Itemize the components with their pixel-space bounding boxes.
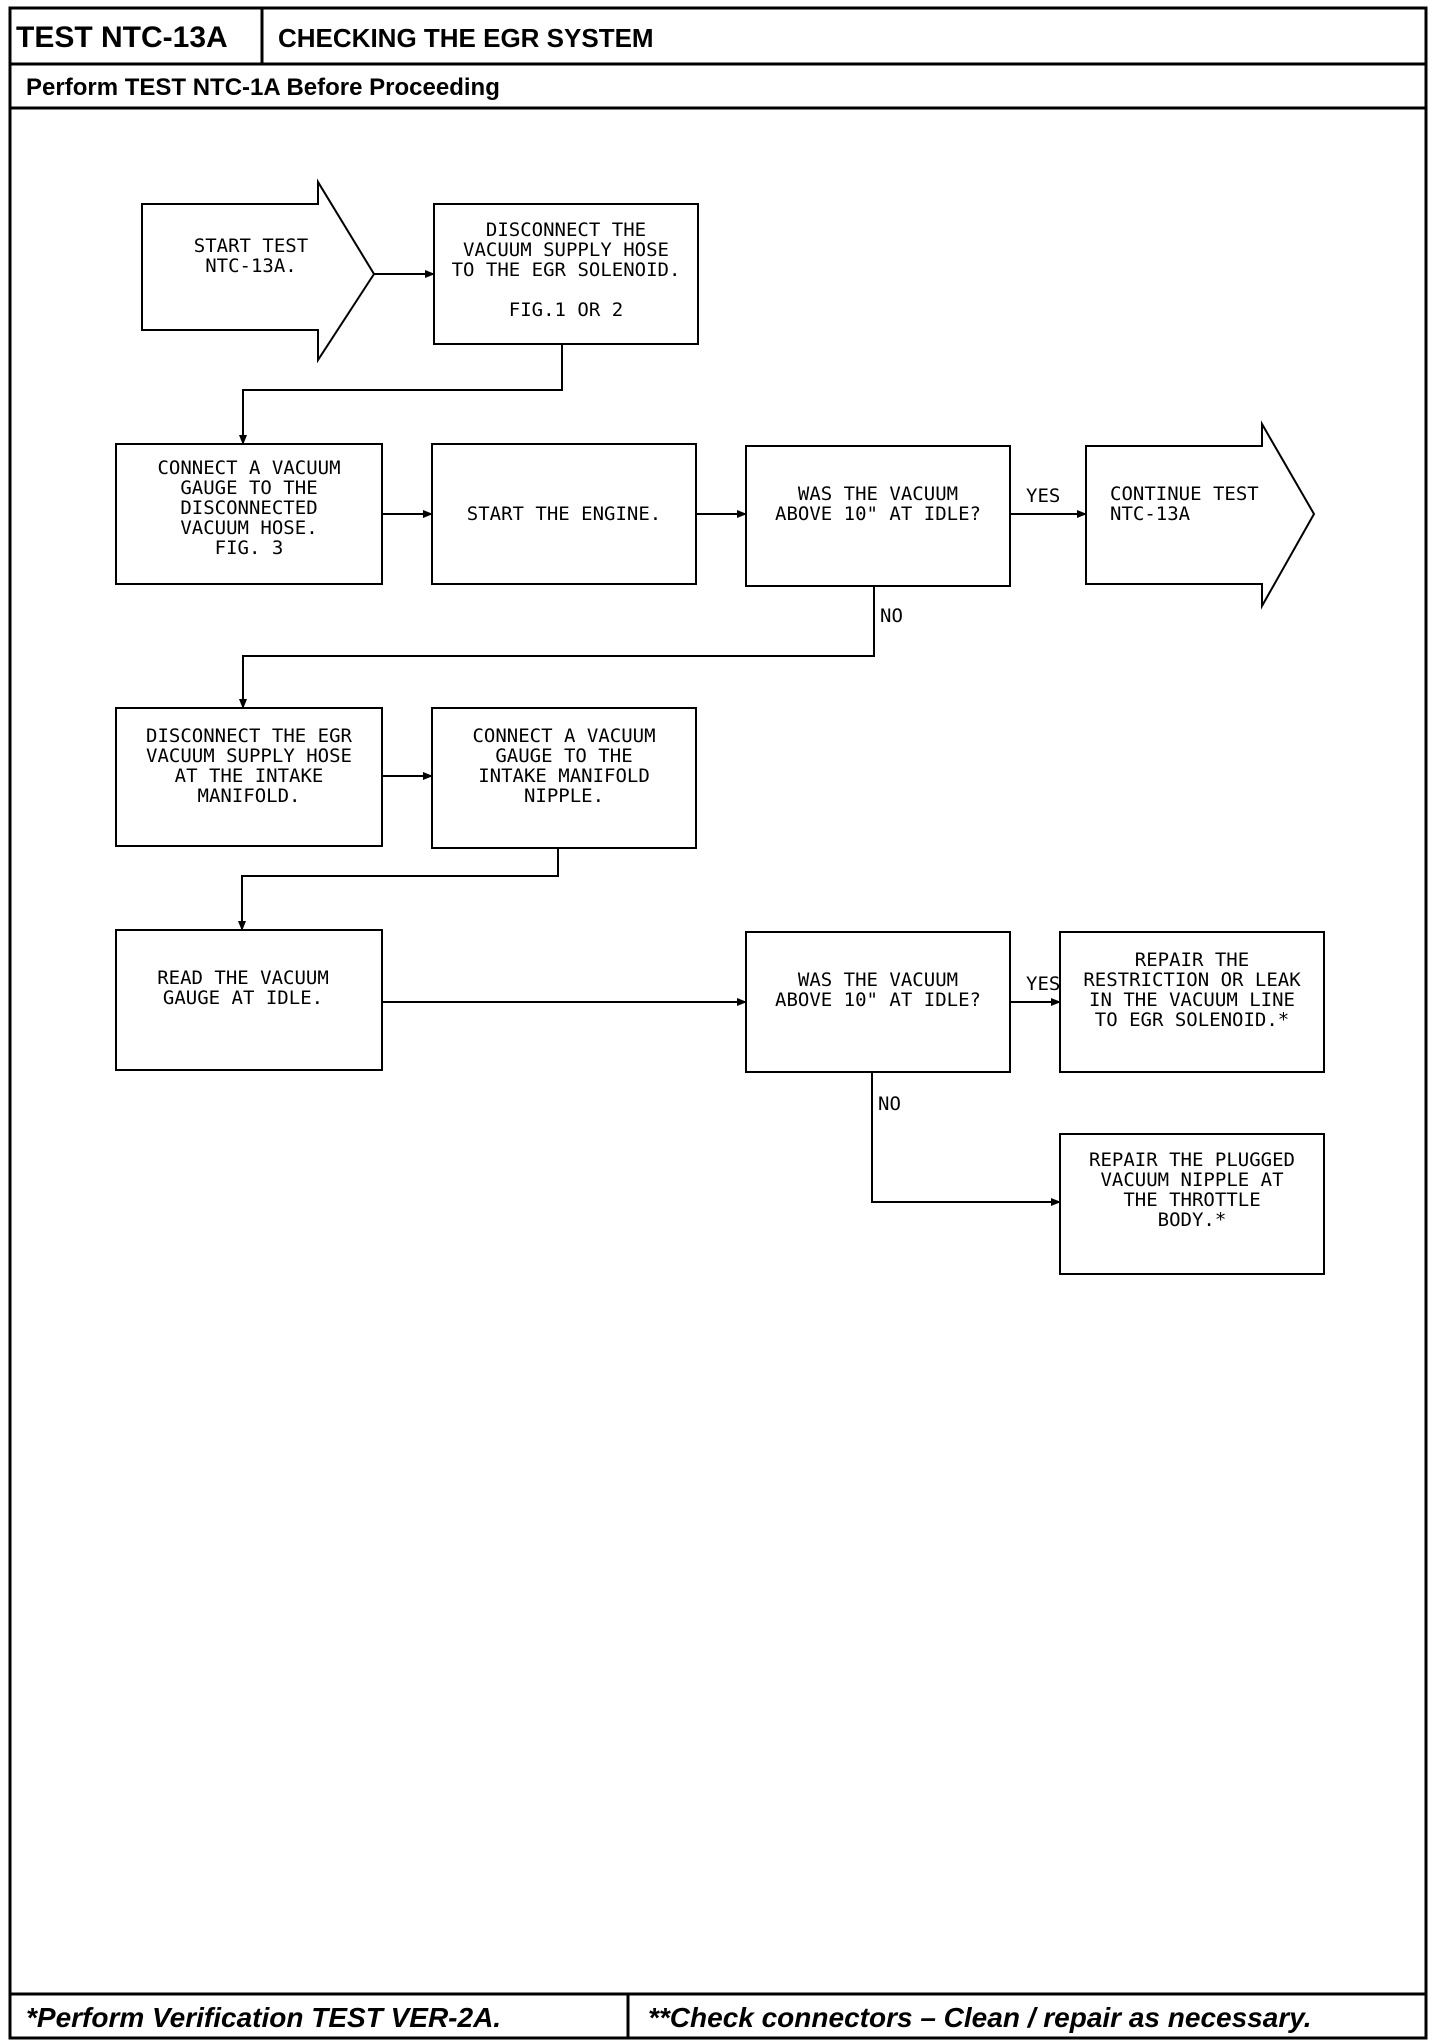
node-text-line: CONTINUE TEST xyxy=(1110,483,1259,505)
label-decision-1-yes: YES xyxy=(1026,485,1060,507)
edge-connect-gauge-2-to-read-gauge xyxy=(238,848,559,931)
node-text-line: WAS THE VACUUM xyxy=(798,969,958,991)
node-decision-1-shape xyxy=(745,445,1011,587)
node-text-line: THE THROTTLE xyxy=(1123,1189,1260,1211)
node-text-line: RESTRICTION OR LEAK xyxy=(1083,969,1301,991)
node-start-shape xyxy=(141,178,376,364)
label-decision-2-yes: YES xyxy=(1026,973,1060,995)
node-text-line: ABOVE 10" AT IDLE? xyxy=(775,503,981,525)
node-text-line: DISCONNECT THE EGR xyxy=(146,725,352,747)
footer-connector-note: **Check connectors – Clean / repair as n… xyxy=(648,2002,1312,2033)
node-text-line: NIPPLE. xyxy=(524,785,604,807)
node-connect-gauge-2-shape xyxy=(431,707,697,849)
node-text-line: BODY.* xyxy=(1158,1209,1227,1231)
node-repair-nipple-shape xyxy=(1059,1133,1325,1275)
node-text-line: CONNECT A VACUUM xyxy=(157,457,340,479)
node-text-line: TO EGR SOLENOID.* xyxy=(1095,1009,1289,1031)
node-text-line: GAUGE AT IDLE. xyxy=(163,987,323,1009)
node-text-line: FIG.1 OR 2 xyxy=(509,299,623,321)
edge-decision-2-no xyxy=(871,1072,1061,1206)
node-disconnect-egr-shape xyxy=(115,707,383,847)
node-text-line: REPAIR THE xyxy=(1135,949,1249,971)
edge-decision-1-no xyxy=(239,586,875,709)
node-connect-gauge-1-shape xyxy=(115,443,383,585)
node-text-line: ABOVE 10" AT IDLE? xyxy=(775,989,981,1011)
node-text-line: VACUUM HOSE. xyxy=(180,517,317,539)
label-decision-2-no: NO xyxy=(878,1093,901,1115)
node-text-line: TO THE EGR SOLENOID. xyxy=(452,259,681,281)
node-text-line: NTC-13A. xyxy=(205,255,297,277)
test-id: TEST NTC-13A xyxy=(16,21,228,54)
node-decision-2-shape xyxy=(745,931,1011,1073)
node-read-gauge-shape xyxy=(115,929,383,1071)
node-text-line: FIG. 3 xyxy=(215,537,284,559)
page-title: CHECKING THE EGR SYSTEM xyxy=(278,23,654,53)
node-text-line: VACUUM NIPPLE AT xyxy=(1100,1169,1283,1191)
edge-disconnect-to-connect-gauge xyxy=(239,344,563,445)
node-text-line: INTAKE MANIFOLD xyxy=(478,765,650,787)
node-continue-shape xyxy=(1085,420,1316,610)
node-text-line: VACUUM SUPPLY HOSE xyxy=(146,745,352,767)
prerequisite-note: Perform TEST NTC-1A Before Proceeding xyxy=(26,74,500,101)
node-text-line: CONNECT A VACUUM xyxy=(472,725,655,747)
node-start-engine-text: START THE ENGINE. xyxy=(467,503,661,525)
node-text-line: READ THE VACUUM xyxy=(157,967,329,989)
node-text-line: VACUUM SUPPLY HOSE xyxy=(463,239,669,261)
node-text-line: GAUGE TO THE xyxy=(495,745,632,767)
page-border xyxy=(8,6,1428,2040)
footer-verification-note: *Perform Verification TEST VER-2A. xyxy=(26,2002,502,2033)
node-text-line: MANIFOLD. xyxy=(198,785,301,807)
node-text-line: DISCONNECTED xyxy=(180,497,317,519)
node-text-line: REPAIR THE PLUGGED xyxy=(1089,1149,1295,1171)
node-text-line: START THE ENGINE. xyxy=(467,503,661,525)
node-text-line: IN THE VACUUM LINE xyxy=(1089,989,1295,1011)
node-text-line xyxy=(560,279,571,301)
node-text-line: WAS THE VACUUM xyxy=(798,483,958,505)
node-text-line: AT THE INTAKE xyxy=(175,765,324,787)
node-repair-restriction-shape xyxy=(1059,931,1325,1073)
node-text-line: START TEST xyxy=(194,235,308,257)
node-text-line: NTC-13A xyxy=(1110,503,1191,525)
label-decision-1-no: NO xyxy=(880,605,903,627)
node-text-line: DISCONNECT THE xyxy=(486,219,646,241)
node-text-line: GAUGE TO THE xyxy=(180,477,317,499)
